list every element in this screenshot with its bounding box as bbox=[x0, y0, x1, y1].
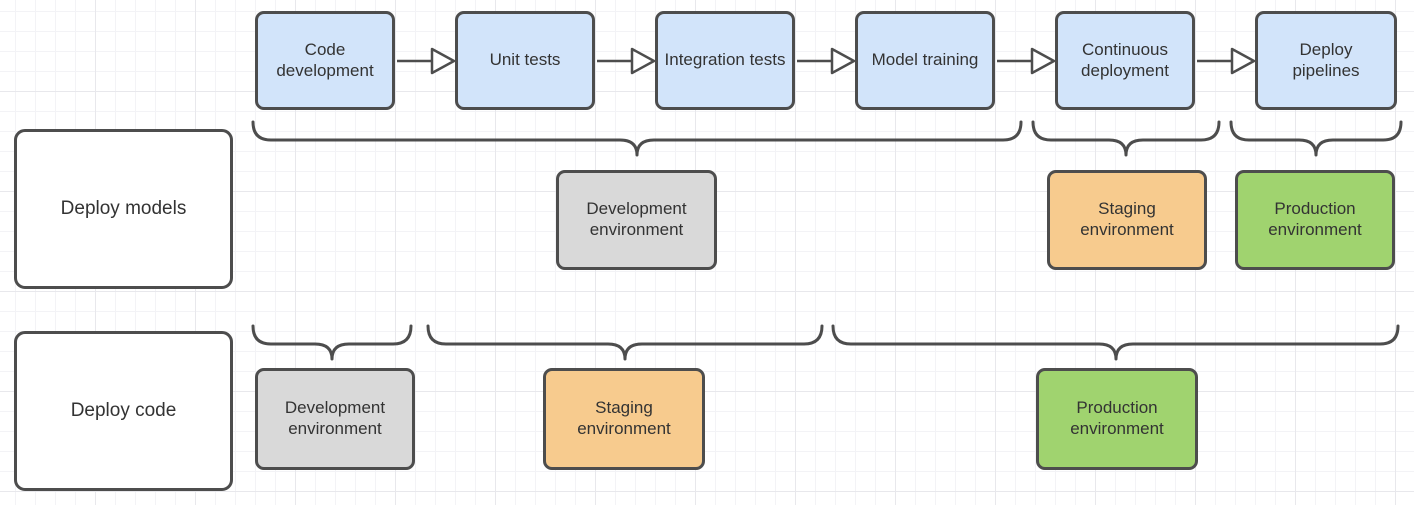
env-node-models-production: Production environment bbox=[1235, 170, 1395, 270]
step-node-integration-tests: Integration tests bbox=[655, 11, 795, 110]
env-label: Staging environment bbox=[577, 398, 671, 438]
arrowhead-icon bbox=[1230, 47, 1256, 75]
arrowhead-icon bbox=[630, 47, 656, 75]
brace-code-production bbox=[831, 324, 1400, 361]
row-label-text: Deploy models bbox=[60, 198, 187, 220]
step-node-code-development: Code development bbox=[255, 11, 395, 110]
env-node-code-staging: Staging environment bbox=[543, 368, 705, 470]
env-node-code-production: Production environment bbox=[1036, 368, 1198, 470]
flow-arrow bbox=[397, 47, 456, 75]
step-label: Unit tests bbox=[489, 50, 561, 70]
brace-models-production bbox=[1229, 120, 1403, 157]
flow-arrow bbox=[1197, 47, 1256, 75]
arrowhead-icon bbox=[830, 47, 856, 75]
env-label: Production environment bbox=[1268, 199, 1362, 239]
step-label: Model training bbox=[871, 50, 979, 70]
flow-arrow bbox=[597, 47, 656, 75]
row-label-deploy-models: Deploy models bbox=[14, 129, 233, 289]
brace-code-staging bbox=[426, 324, 824, 361]
step-node-model-training: Model training bbox=[855, 11, 995, 110]
step-label: Code development bbox=[276, 39, 374, 80]
flow-arrow bbox=[997, 47, 1056, 75]
env-label: Development environment bbox=[586, 199, 687, 239]
brace-code-development bbox=[251, 324, 413, 361]
arrowhead-icon bbox=[430, 47, 456, 75]
brace-models-development bbox=[251, 120, 1023, 157]
brace-models-staging bbox=[1031, 120, 1221, 157]
env-node-models-development: Development environment bbox=[556, 170, 717, 270]
arrowhead-icon bbox=[1030, 47, 1056, 75]
step-label: Deploy pipelines bbox=[1292, 39, 1360, 80]
env-label: Staging environment bbox=[1080, 199, 1174, 239]
row-label-text: Deploy code bbox=[70, 400, 177, 422]
step-node-unit-tests: Unit tests bbox=[455, 11, 595, 110]
step-node-deploy-pipelines: Deploy pipelines bbox=[1255, 11, 1397, 110]
step-label: Integration tests bbox=[664, 50, 786, 70]
step-label: Continuous deployment bbox=[1081, 39, 1169, 80]
row-label-deploy-code: Deploy code bbox=[14, 331, 233, 491]
env-label: Production environment bbox=[1070, 398, 1164, 438]
flow-arrow bbox=[797, 47, 856, 75]
step-node-continuous-deployment: Continuous deployment bbox=[1055, 11, 1195, 110]
env-node-code-development: Development environment bbox=[255, 368, 415, 470]
env-label: Development environment bbox=[284, 398, 386, 438]
env-node-models-staging: Staging environment bbox=[1047, 170, 1207, 270]
